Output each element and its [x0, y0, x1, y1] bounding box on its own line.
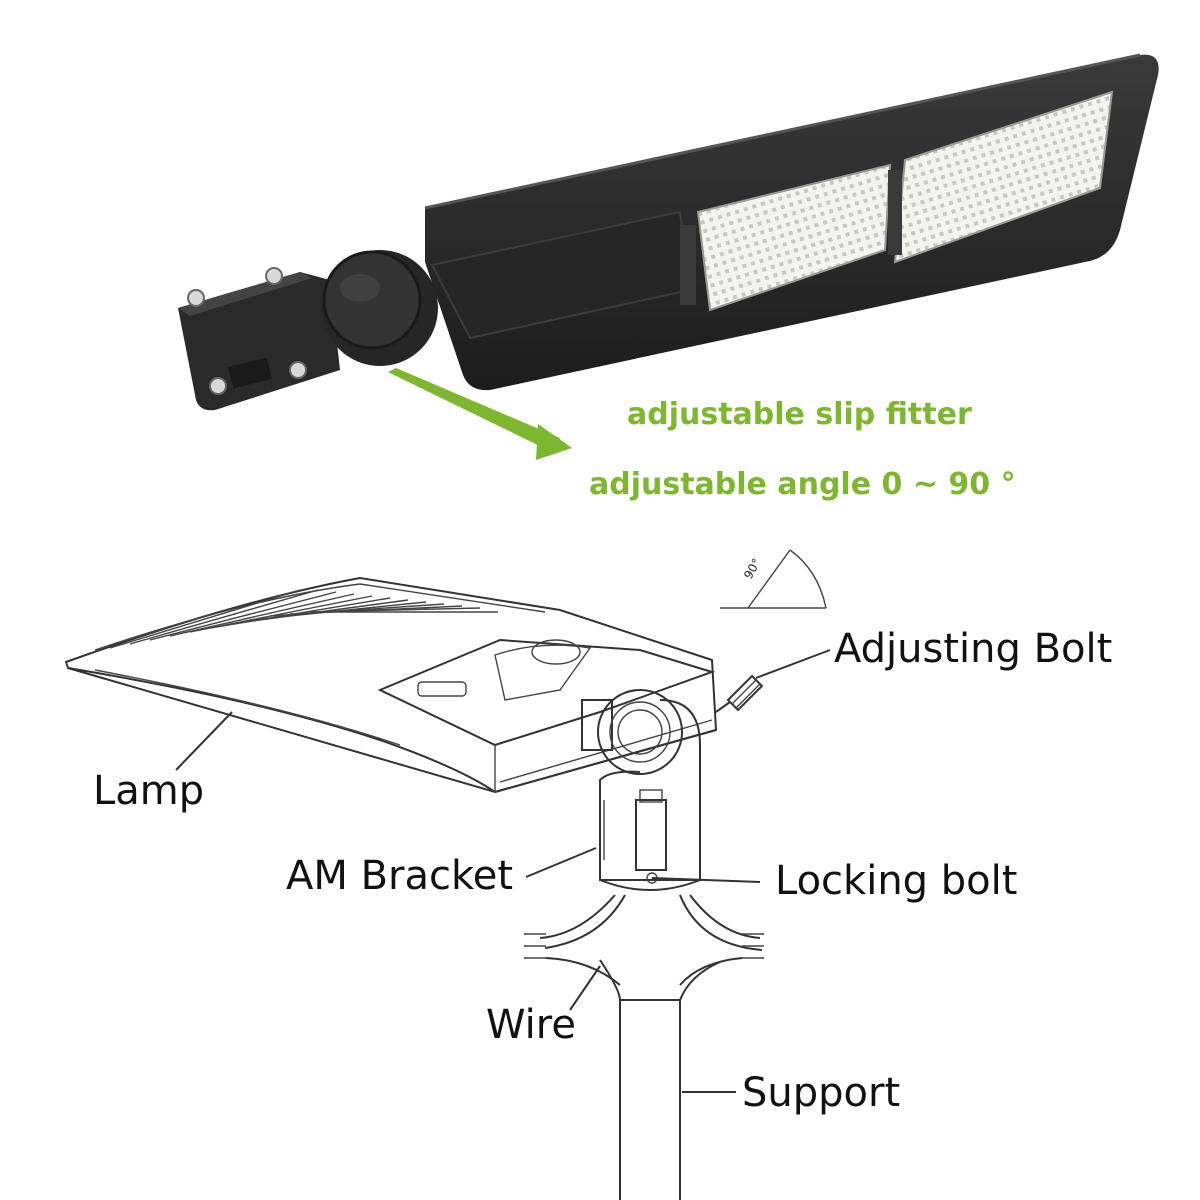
label-lamp: Lamp [93, 768, 204, 814]
am-bracket-drawing [581, 689, 701, 891]
angle-mark-text: 90° [741, 556, 764, 581]
support-pole-drawing [619, 1000, 681, 1200]
pointer-arrow [388, 368, 572, 460]
wire-drawing [524, 894, 764, 1001]
label-support: Support [742, 1070, 900, 1116]
leader-lines [175, 649, 831, 1093]
label-wire: Wire [486, 1002, 576, 1048]
label-am-bracket: AM Bracket [286, 853, 513, 899]
label-adjusting-bolt: Adjusting Bolt [834, 626, 1112, 672]
knuckle-joint [322, 250, 438, 366]
installation-diagram: 90° [64, 549, 1112, 1200]
fixture-photo: adjustable slip fitter adjustable angle … [178, 53, 1159, 502]
lamp-drawing [64, 576, 718, 794]
angle-indicator: 90° [720, 549, 827, 609]
led-module-left [696, 163, 892, 312]
caption-adjustable-angle: adjustable angle 0 ~ 90 ° [589, 467, 1016, 502]
adjusting-bolt-drawing [715, 674, 764, 713]
arm-bolts [187, 267, 307, 395]
caption-slip-fitter: adjustable slip fitter [627, 397, 972, 432]
label-locking-bolt: Locking bolt [775, 858, 1017, 904]
